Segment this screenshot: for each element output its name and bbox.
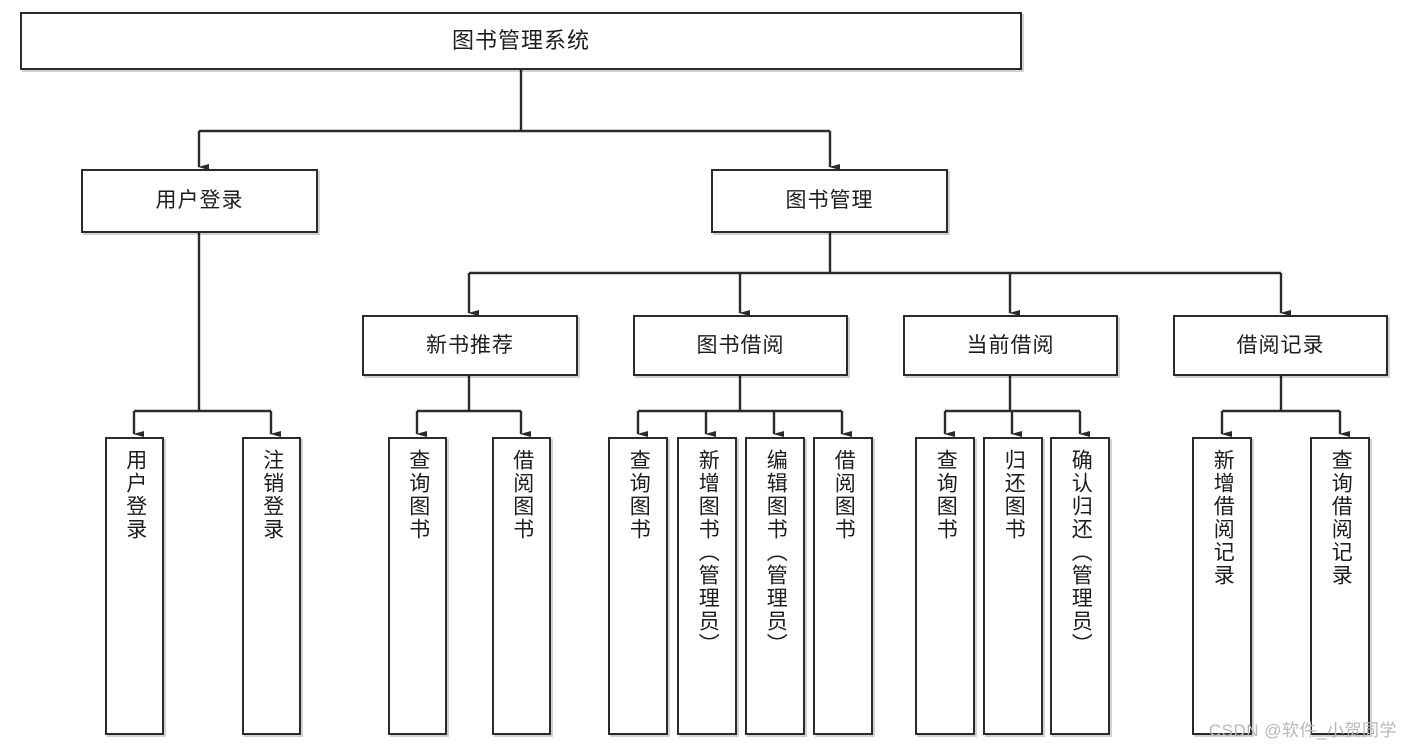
node-label: 借阅记录 — [1236, 333, 1325, 357]
leaf-current-borrow-query[interactable]: 查询图书 — [915, 437, 975, 735]
node-label: 归还图书 — [1002, 449, 1026, 541]
node-label: 用户登录 — [123, 449, 147, 541]
watermark: CSDN @软件_小贺同学 — [1208, 721, 1397, 740]
leaf-borrow-record-query[interactable]: 查询借阅记录 — [1310, 437, 1370, 735]
node-book-borrow[interactable]: 图书借阅 — [633, 315, 848, 376]
leaf-new-book-borrow[interactable]: 借阅图书 — [492, 437, 551, 735]
node-label: 图书管理系统 — [451, 27, 590, 53]
node-label: 新增图书（管理员） — [696, 449, 720, 656]
node-label: 图书管理 — [785, 189, 874, 213]
node-label: 查询图书 — [934, 449, 958, 541]
leaf-user-login-login[interactable]: 用户登录 — [105, 437, 164, 735]
node-current-borrow[interactable]: 当前借阅 — [903, 315, 1118, 376]
node-label: 借阅图书 — [510, 449, 534, 541]
node-label: 用户登录 — [155, 189, 244, 213]
leaf-user-login-logout[interactable]: 注销登录 — [242, 437, 301, 735]
node-root-system[interactable]: 图书管理系统 — [20, 12, 1022, 70]
node-label: 新书推荐 — [426, 333, 514, 357]
leaf-book-borrow-edit[interactable]: 编辑图书（管理员） — [745, 437, 805, 735]
node-label: 查询图书 — [627, 449, 651, 541]
leaf-current-borrow-confirm[interactable]: 确认归还（管理员） — [1050, 437, 1110, 735]
leaf-book-borrow-query[interactable]: 查询图书 — [608, 437, 668, 735]
node-label: 编辑图书（管理员） — [764, 449, 788, 656]
node-label: 借阅图书 — [832, 449, 856, 541]
node-label: 当前借阅 — [966, 333, 1055, 357]
node-label: 确认归还（管理员） — [1069, 449, 1093, 656]
leaf-book-borrow-borrow[interactable]: 借阅图书 — [813, 437, 873, 735]
leaf-book-borrow-add[interactable]: 新增图书（管理员） — [677, 437, 737, 735]
node-borrow-record[interactable]: 借阅记录 — [1173, 315, 1388, 376]
node-label: 查询借阅记录 — [1329, 449, 1353, 587]
node-label: 新增借阅记录 — [1211, 449, 1235, 587]
leaf-current-borrow-return[interactable]: 归还图书 — [983, 437, 1043, 735]
node-label: 查询图书 — [406, 449, 430, 541]
node-book-management[interactable]: 图书管理 — [711, 169, 948, 233]
node-new-book-recommend[interactable]: 新书推荐 — [362, 315, 578, 376]
node-label: 注销登录 — [260, 449, 284, 541]
node-user-login[interactable]: 用户登录 — [81, 169, 318, 233]
leaf-new-book-query[interactable]: 查询图书 — [388, 437, 447, 735]
node-label: 图书借阅 — [696, 333, 785, 357]
leaf-borrow-record-add[interactable]: 新增借阅记录 — [1192, 437, 1252, 735]
